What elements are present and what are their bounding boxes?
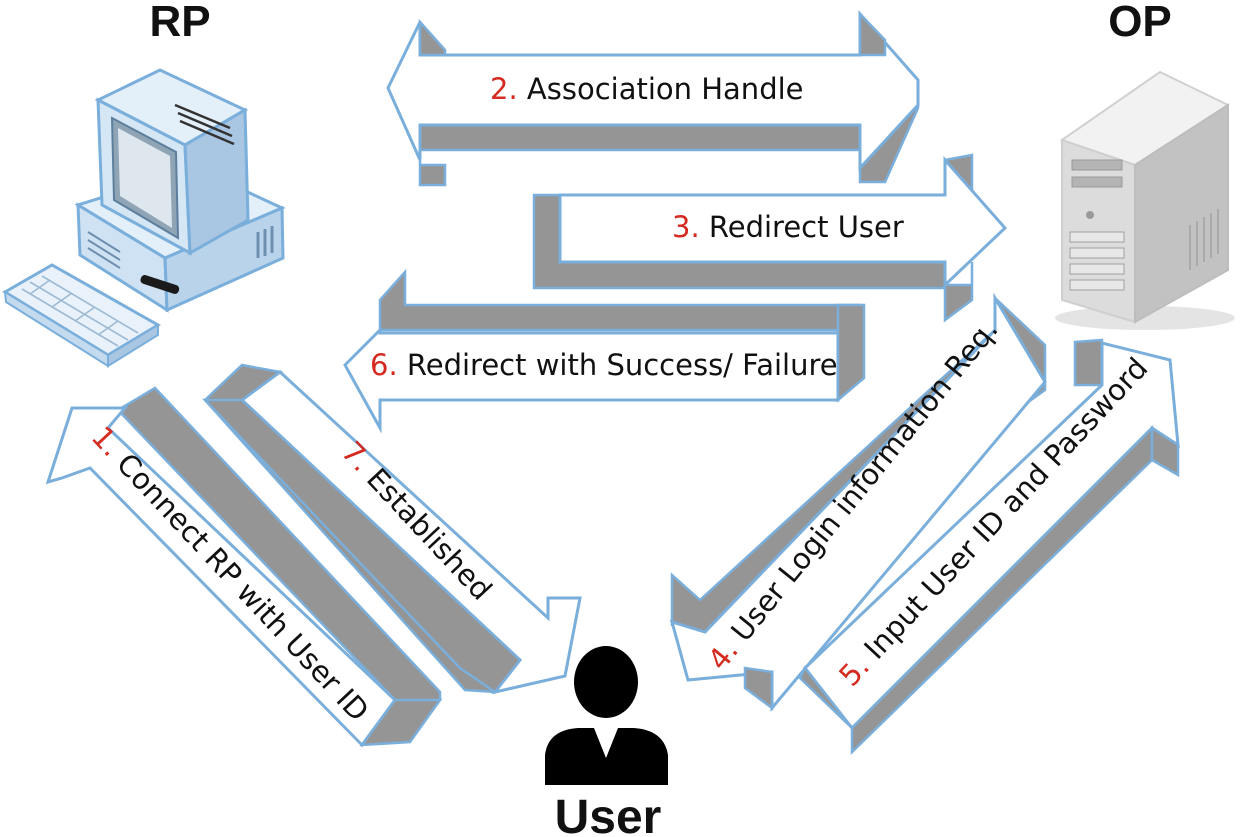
step-label-2: 2. Association Handle: [490, 72, 804, 106]
server-tower-icon: [1055, 70, 1235, 330]
step-label-6: 6. Redirect with Success/ Failure: [370, 348, 838, 382]
op-label: OP: [1108, 0, 1172, 46]
user-silhouette-icon: [545, 646, 668, 785]
svg-text:6. Redirect with Success/ Fail: 6. Redirect with Success/ Failure: [370, 348, 838, 382]
desktop-computer-icon: [2, 68, 286, 368]
association-handle-arrow: [386, 10, 920, 187]
svg-text:2. Association Handle: 2. Association Handle: [490, 72, 804, 106]
input-credentials-arrow: [798, 338, 1180, 755]
svg-text:3. Redirect User: 3. Redirect User: [672, 210, 904, 244]
established-arrow: [202, 363, 582, 695]
user-label: User: [555, 791, 662, 837]
redirect-success-failure-arrow: [343, 268, 866, 434]
connect-rp-arrow: [45, 386, 443, 748]
step-label-3: 3. Redirect User: [672, 210, 904, 244]
rp-label: RP: [149, 0, 210, 46]
login-request-arrow: [669, 292, 1047, 713]
redirect-user-arrow: [532, 153, 1008, 323]
